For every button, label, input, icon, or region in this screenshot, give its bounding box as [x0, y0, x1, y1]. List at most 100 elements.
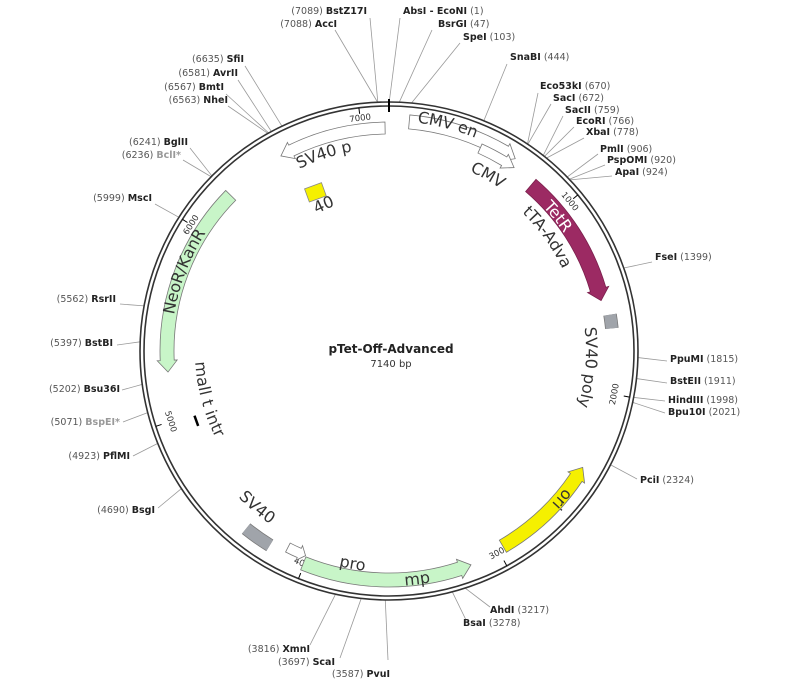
site-leader-line [388, 17, 401, 103]
feature-cmv-promoter[interactable] [477, 143, 515, 169]
site-leaders [116, 17, 668, 661]
site-label-bcli[interactable]: (6236) BclI* [122, 150, 181, 161]
site-label-acci[interactable]: (7088) AccI [280, 19, 337, 30]
site-leader-line [633, 397, 666, 402]
site-label-pvui[interactable]: (3587) PvuI [332, 669, 390, 680]
site-label-bstbi[interactable]: (5397) BstBI [50, 338, 113, 349]
feature-label: CMV promoter [0, 0, 513, 195]
site-label-bsteii[interactable]: BstEII (1911) [670, 376, 736, 387]
site-leader-line [411, 42, 461, 104]
site-label-apai[interactable]: ApaI (924) [615, 167, 668, 178]
site-leader-line [542, 115, 564, 156]
site-label-rsrii[interactable]: (5562) RsrII [57, 294, 116, 305]
site-label-pmli[interactable]: PmlI (906) [600, 144, 652, 155]
site-label-bsu36i[interactable]: (5202) Bsu36I [49, 384, 120, 395]
site-label-sfii[interactable]: (6635) SfiI [192, 54, 244, 65]
site-label-avrii[interactable]: (6581) AvrII [178, 68, 238, 79]
site-leader-line [132, 443, 158, 457]
tick-mark [623, 395, 630, 398]
feature-box [604, 313, 618, 330]
site-leader-line [339, 598, 362, 659]
site-label-hindiii[interactable]: HindIII (1998) [668, 395, 738, 406]
site-label-spei[interactable]: SpeI (103) [463, 32, 515, 43]
site-leader-line [623, 261, 653, 269]
site-leader-line [116, 341, 141, 346]
site-label-pflmi[interactable]: (4923) PflMI [68, 451, 130, 462]
site-label-fsei[interactable]: FseI (1399) [655, 252, 712, 263]
site-leader-line [464, 587, 491, 608]
site-leader-line [527, 92, 539, 145]
tick-label: 7000 [349, 112, 372, 125]
site-label-bspei[interactable]: (5071) BspEI* [51, 417, 120, 428]
feature-neor-kanr[interactable] [156, 189, 237, 373]
feature-ampr[interactable] [300, 556, 472, 588]
feature-sv40-promoter[interactable] [280, 121, 386, 160]
site-label-bsrgi[interactable]: BsrGI (47) [438, 19, 489, 30]
site-leader-line [369, 17, 379, 103]
site-label-snabi[interactable]: SnaBI (444) [510, 52, 569, 63]
site-label-absi-econi[interactable]: AbsI - EcoNI (1) [403, 6, 484, 17]
site-label-pcii[interactable]: PciI (2324) [640, 475, 694, 486]
site-leader-line [632, 401, 666, 414]
feature-small-t-intron[interactable] [193, 415, 200, 427]
tick-mark [155, 423, 162, 427]
feature-ampr-promoter[interactable] [285, 542, 307, 562]
site-label-saci[interactable]: SacI (672) [553, 93, 604, 104]
restriction-sites: (7089) BstZ17I (7088) AccI (6635) SfiI (658… [49, 6, 740, 680]
feature-label: CMV enhancer [0, 0, 481, 142]
site-label-bglii[interactable]: (6241) BglII [129, 137, 188, 148]
site-label-pspomi[interactable]: PspOMI (920) [607, 155, 676, 166]
feature-arrow [285, 542, 307, 562]
site-leader-line [182, 159, 212, 178]
site-leader-line [569, 164, 606, 180]
plasmid-name: pTet-Off-Advanced [328, 342, 453, 356]
feature-arrow [498, 466, 586, 553]
site-label-bsgi[interactable]: (4690) BsgI [97, 505, 155, 516]
feature-arrow [280, 121, 386, 160]
feature-arrow [156, 189, 237, 373]
site-label-xmni[interactable]: (3816) XmnI [248, 644, 310, 655]
feature-arrow [525, 178, 610, 302]
feature-arrow [477, 143, 515, 169]
site-label-ahdi[interactable]: AhdI (3217) [490, 605, 549, 616]
site-label-sacii[interactable]: SacII (759) [565, 105, 620, 116]
site-label-nhei[interactable]: (6563) NheI [169, 95, 228, 106]
site-leader-line [546, 137, 585, 159]
feature-sv40-polya-signal[interactable] [603, 313, 619, 330]
site-leader-line [189, 147, 213, 177]
site-leader-line [121, 384, 143, 391]
site-leader-line [610, 464, 638, 480]
feature-arrow [300, 556, 472, 588]
site-label-bstz17i[interactable]: (7089) BstZ17I [291, 6, 367, 17]
tick-mark [298, 572, 302, 579]
site-leader-line [237, 79, 272, 132]
feature-ori[interactable] [498, 466, 586, 553]
tick-mark [503, 560, 508, 567]
site-label-msci[interactable]: (5999) MscI [93, 193, 152, 204]
site-leader-line [119, 303, 145, 307]
site-label-eco53ki[interactable]: Eco53kI (670) [540, 81, 610, 92]
site-label-ecori[interactable]: EcoRI (766) [576, 116, 634, 127]
site-leader-line [157, 488, 182, 509]
site-leader-line [544, 126, 575, 157]
site-leader-line [566, 153, 599, 178]
feature-tetr[interactable] [525, 178, 610, 302]
site-leader-line [527, 103, 552, 145]
site-label-bsai[interactable]: BsaI (3278) [463, 618, 520, 629]
site-label-bpu10i[interactable]: Bpu10I (2021) [668, 407, 740, 418]
tick-label: 2000 [608, 383, 622, 406]
site-label-xbai[interactable]: XbaI (778) [586, 127, 639, 138]
tick-mark [182, 218, 188, 223]
feature-sv40-ori[interactable] [304, 182, 327, 203]
site-label-ppumi[interactable]: PpuMI (1815) [670, 354, 738, 365]
site-leader-line [569, 175, 613, 181]
site-leader-line [637, 357, 668, 362]
site-leader-line [244, 65, 283, 127]
site-leader-line [154, 203, 180, 218]
site-leader-line [384, 599, 389, 661]
site-label-scai[interactable]: (3697) ScaI [278, 657, 335, 668]
site-label-bmti[interactable]: (6567) BmtI [164, 82, 224, 93]
feature-sv40-polya-signal-2[interactable] [241, 523, 274, 552]
site-leader-line [227, 105, 269, 134]
intron-marker [193, 415, 200, 427]
